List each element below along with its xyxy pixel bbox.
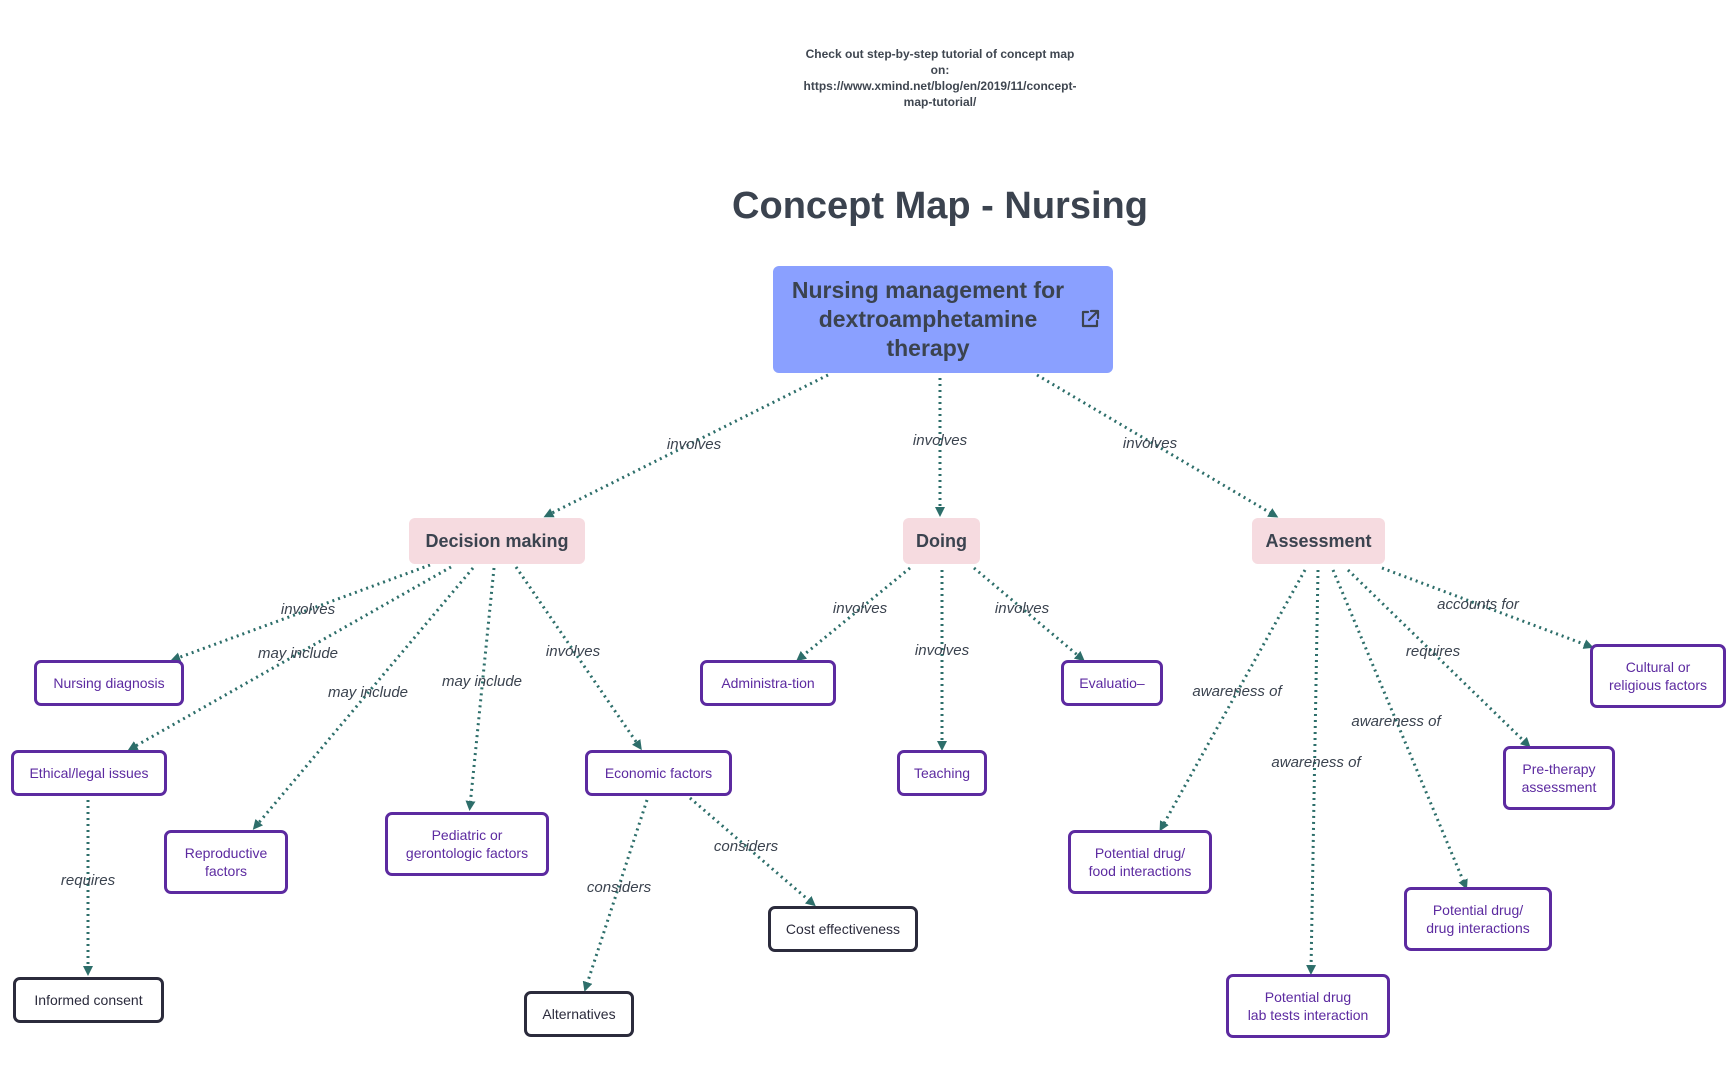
leaf-teaching[interactable]: Teaching [897,750,987,796]
leaf-cost-effectiveness[interactable]: Cost effectiveness [768,906,918,952]
leaf-drug-drug-line-2: drug interactions [1426,920,1530,936]
leaf-economic-factors[interactable]: Economic factors [585,750,732,796]
leaf-alternatives-line-1: Alternatives [542,1006,616,1022]
leaf-pretherapy-line-2: assessment [1521,779,1597,795]
leaf-evaluation[interactable]: Evaluatio– [1061,660,1163,706]
tutorial-note: Check out step-by-step tutorial of conce… [790,46,1090,110]
leaf-alternatives[interactable]: Alternatives [524,991,634,1037]
leaf-drug-food-line-2: food interactions [1088,863,1192,879]
leaf-pediatric-line-2: gerontologic factors [405,845,529,861]
note-line-2: on: [930,63,950,77]
leaf-ethical-legal[interactable]: Ethical/legal issues [11,750,167,796]
leaf-drug-food[interactable]: Potential drug/ food interactions [1068,830,1212,894]
leaf-administration[interactable]: Administra-tion [700,660,836,706]
edge-label-dm-reproductive: may include [328,684,408,701]
root-line-3: therapy [886,335,970,361]
edge-as-lab [1306,569,1320,975]
external-link-icon[interactable] [1079,308,1101,330]
leaf-administration-line-1: Administra-tion [721,675,815,691]
edge-dm-reproductive [252,567,475,830]
leaf-drug-food-line-1: Potential drug/ [1094,845,1186,861]
edge-dm-economic [514,566,642,751]
edge-as-food [1159,569,1307,832]
note-line-1: Check out step-by-step tutorial of conce… [805,47,1075,61]
edge-label-econ-cost: considers [714,838,779,855]
edge-label-doing-eval: involves [995,600,1050,617]
leaf-pretherapy[interactable]: Pre-therapy assessment [1503,746,1615,810]
edge-label-dm-pediatric: may include [442,673,522,690]
leaf-ethical-legal-line-1: Ethical/legal issues [29,765,149,781]
edge-label-dm-nursing: involves [281,601,336,618]
topic-assessment[interactable]: Assessment [1252,518,1385,564]
root-topic[interactable]: Nursing management for dextroamphetamine… [773,266,1113,373]
edge-root-decision [543,373,829,518]
edge-label-econ-alternatives: considers [587,879,652,896]
leaf-evaluation-line-1: Evaluatio– [1079,675,1145,691]
page-title: Concept Map - Nursing [732,185,1148,227]
edge-label-root-assessment: involves [1123,435,1178,452]
edge-as-cultural [1381,566,1594,649]
edge-label-as-drug: awareness of [1351,713,1442,730]
leaf-teaching-line-1: Teaching [913,765,971,781]
leaf-pediatric-line-1: Pediatric or [431,827,503,843]
leaf-cultural[interactable]: Cultural or religious factors [1590,644,1726,708]
leaf-cultural-line-1: Cultural or [1625,659,1691,675]
leaf-drug-drug[interactable]: Potential drug/ drug interactions [1404,887,1552,951]
topic-doing-label: Doing [916,530,967,551]
topic-decision-making[interactable]: Decision making [409,518,585,564]
leaf-nursing-diagnosis[interactable]: Nursing diagnosis [34,660,184,706]
edge-label-as-lab: awareness of [1271,754,1362,771]
root-line-1: Nursing management for [791,277,1065,303]
leaf-drug-lab-line-2: lab tests interaction [1247,1007,1369,1023]
leaf-informed-consent-line-1: Informed consent [34,992,143,1008]
edge-label-ethical-consent: requires [61,872,116,889]
note-line-4: map-tutorial/ [903,95,977,109]
edge-label-as-cultural: accounts for [1437,596,1520,613]
leaf-informed-consent[interactable]: Informed consent [13,977,164,1023]
edge-label-root-doing: involves [913,432,968,449]
edge-econ-alternatives [582,799,649,992]
topic-assessment-label: Assessment [1265,530,1372,551]
leaf-drug-lab[interactable]: Potential drug lab tests interaction [1226,974,1390,1038]
leaf-reproductive-line-1: Reproductive [184,845,268,861]
leaf-reproductive-line-2: factors [204,863,247,879]
edge-label-as-pre: requires [1406,643,1461,660]
leaf-pediatric[interactable]: Pediatric or gerontologic factors [385,812,549,876]
leaf-pretherapy-line-1: Pre-therapy [1522,761,1596,777]
edge-label-as-food: awareness of [1192,683,1283,700]
leaf-cost-effectiveness-line-1: Cost effectiveness [785,921,901,937]
leaf-cultural-line-2: religious factors [1608,677,1708,693]
leaf-drug-lab-line-1: Potential drug [1264,989,1352,1005]
leaf-economic-factors-line-1: Economic factors [604,765,713,781]
edge-dm-pediatric [465,567,496,811]
leaf-drug-drug-line-1: Potential drug/ [1432,902,1524,918]
edge-label-dm-economic: involves [546,643,601,660]
edge-label-dm-ethical: may include [258,645,338,662]
topic-doing[interactable]: Doing [903,518,980,564]
edge-label-doing-admin: involves [833,600,888,617]
topic-decision-making-label: Decision making [425,530,569,551]
edge-dm-ethical [127,565,452,751]
edge-label-doing-teaching: involves [915,642,970,659]
leaf-reproductive[interactable]: Reproductive factors [164,830,288,894]
edge-label-root-decision: involves [667,436,722,453]
leaf-nursing-diagnosis-line-1: Nursing diagnosis [53,675,165,691]
root-line-2: dextroamphetamine [818,306,1038,332]
edge-root-assessment [1036,373,1279,518]
note-line-3: https://www.xmind.net/blog/en/2019/11/co… [803,79,1077,93]
